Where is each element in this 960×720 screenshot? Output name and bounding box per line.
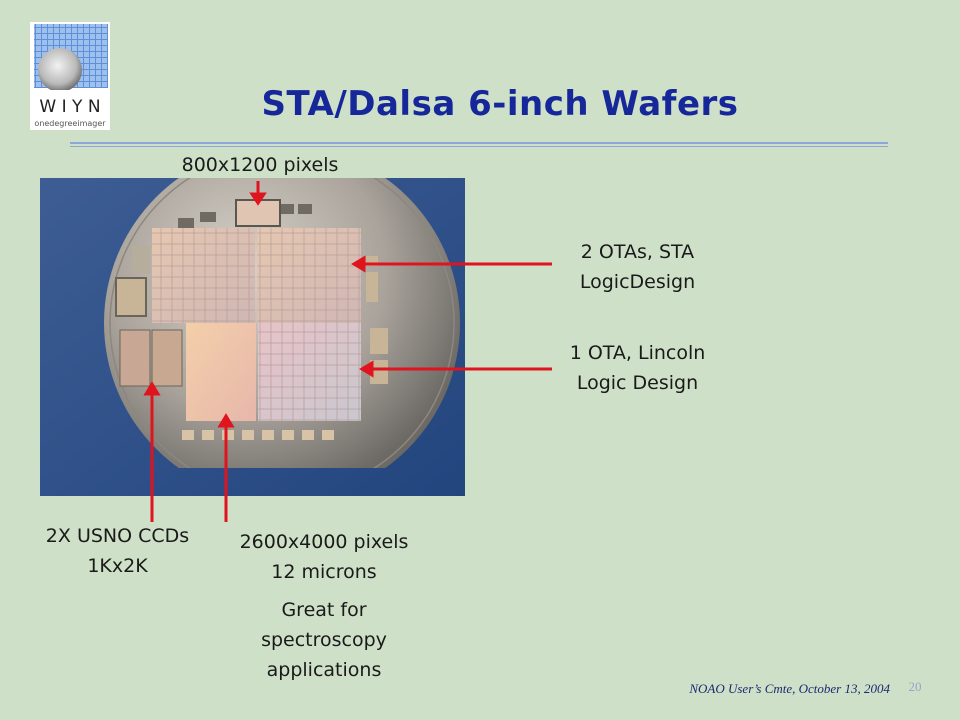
arrow-right-1-head	[351, 255, 366, 273]
label-2600x4000: 2600x4000 pixels 12 microns	[214, 527, 434, 587]
label-line: 1 OTA, Lincoln	[569, 342, 706, 364]
label-800x1200: 800x1200 pixels	[181, 154, 339, 176]
label-line: spectroscopy	[261, 629, 387, 651]
arrow-top-head	[249, 192, 267, 206]
label-line: 2600x4000 pixels	[239, 531, 409, 553]
wafer-photo-icon	[40, 178, 465, 496]
label-line: 12 microns	[271, 561, 377, 583]
label-usno-ccds: 2X USNO CCDs 1Kx2K	[20, 521, 215, 581]
arrow-bottom-left-head	[143, 381, 161, 396]
slide-title: STA/Dalsa 6-inch Wafers	[261, 84, 739, 124]
label-line: 1Kx2K	[87, 555, 148, 577]
label-line: Logic Design	[576, 372, 699, 394]
arrow-bottom-mid-head	[217, 413, 235, 428]
logo-tagline: onedegreeimager	[34, 119, 106, 128]
label-line: applications	[266, 659, 382, 681]
title-rule	[70, 142, 888, 144]
label-2-otas-sta: 2 OTAs, STA LogicDesign	[540, 237, 735, 297]
label-line: 2X USNO CCDs	[45, 525, 190, 547]
logo-wordmark: W I Y N	[39, 97, 100, 117]
label-1-ota-lincoln: 1 OTA, Lincoln Logic Design	[540, 338, 735, 398]
arrow-right-2-head	[359, 360, 374, 378]
label-line: Great for	[281, 599, 367, 621]
page-number: 20	[908, 679, 922, 694]
label-line: 2 OTAs, STA	[580, 241, 695, 263]
label-line: LogicDesign	[579, 271, 696, 293]
label-spectroscopy-note: Great for spectroscopy applications	[214, 595, 434, 685]
title-rule-secondary	[70, 146, 888, 147]
wiyn-logo-icon: W I Y N onedegreeimager	[30, 22, 110, 130]
footer-text: NOAO User’s Cmte, October 13, 2004	[689, 681, 890, 696]
